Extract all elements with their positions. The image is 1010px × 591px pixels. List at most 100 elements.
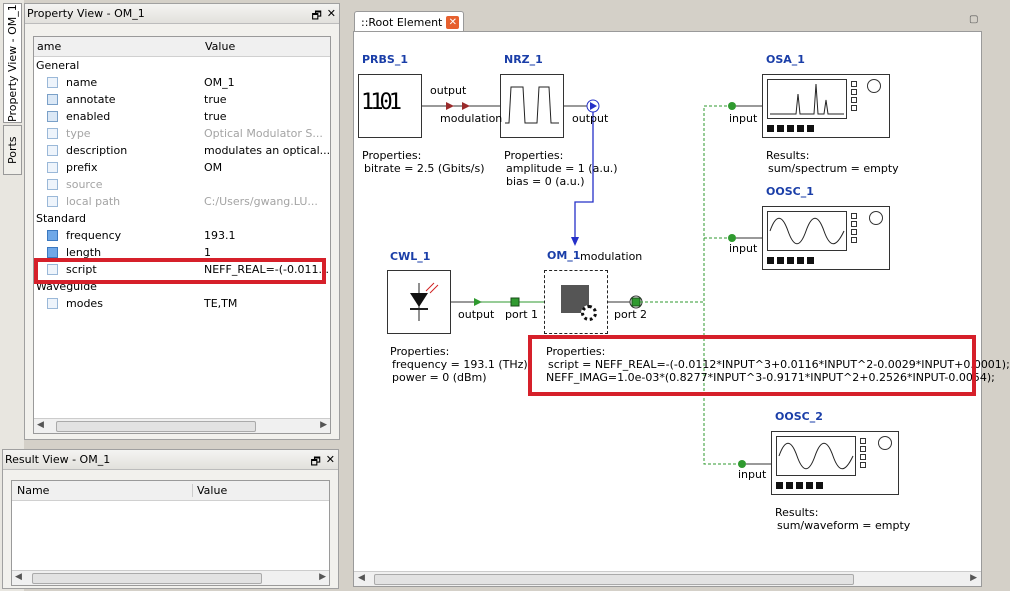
- close-icon[interactable]: ✕: [446, 15, 460, 29]
- oosc2-results-title: Results:: [775, 506, 819, 519]
- scroll-left-icon[interactable]: ◀: [37, 420, 44, 430]
- nrz-properties-title: Properties:: [504, 149, 564, 162]
- doc-icon: [47, 196, 58, 207]
- prbs-properties-title: Properties:: [362, 149, 422, 162]
- cwl-power: power = 0 (dBm): [392, 371, 487, 384]
- optical-modulator-block[interactable]: [544, 270, 608, 334]
- cwl-label: CWL_1: [390, 250, 431, 263]
- nrz-amplitude: amplitude = 1 (a.u.): [506, 162, 618, 175]
- osa-keys: [767, 125, 814, 132]
- nrz-label: NRZ_1: [504, 53, 543, 66]
- result-grid-horizontal-scrollbar[interactable]: ◀ ▶: [12, 570, 329, 585]
- osa-input-label: input: [729, 112, 758, 125]
- column-header-value[interactable]: Value: [192, 484, 227, 497]
- section-standard[interactable]: Standard: [36, 212, 87, 225]
- scroll-right-icon[interactable]: ▶: [319, 572, 326, 582]
- osa-screen: [767, 79, 847, 119]
- root-element-tab[interactable]: ::Root Element ✕: [354, 11, 464, 32]
- oosc2-oscilloscope-block[interactable]: [771, 431, 899, 495]
- checkbox-icon[interactable]: [47, 111, 58, 122]
- nrz-pulse-icon: [505, 86, 559, 124]
- oosc1-label: OOSC_1: [766, 185, 814, 198]
- prbs-bits: 1101: [361, 90, 402, 115]
- schematic-wires: [420, 99, 771, 468]
- doc-icon: [47, 298, 58, 309]
- restore-icon[interactable]: 🗗: [310, 455, 321, 468]
- restore-icon[interactable]: 🗗: [311, 9, 322, 22]
- osa-analyzer-block[interactable]: [762, 74, 890, 138]
- square-icon: [47, 247, 58, 258]
- osa-results-title: Results:: [766, 149, 810, 162]
- close-icon[interactable]: ✕: [325, 453, 335, 466]
- spectrum-icon: [770, 83, 844, 115]
- scrollbar-thumb[interactable]: [374, 574, 854, 585]
- result-grid-header: Name Value: [12, 481, 329, 501]
- property-grid-header: ame Value: [34, 37, 330, 57]
- oosc2-result-waveform: sum/waveform = empty: [777, 519, 911, 532]
- om-script-line1: script = NEFF_REAL=-(-0.0112*INPUT^3+0.0…: [548, 358, 1010, 371]
- nrz-generator-block[interactable]: [500, 74, 564, 138]
- scrollbar-thumb[interactable]: [32, 573, 262, 584]
- nrz-bias: bias = 0 (a.u.): [506, 175, 585, 188]
- oosc2-screen: [776, 436, 856, 476]
- scroll-right-icon[interactable]: ▶: [970, 573, 977, 583]
- prbs-label: PRBS_1: [362, 53, 408, 66]
- property-view-panel: Property View - OM_1 🗗 ✕ ame Value Gener…: [24, 3, 340, 440]
- knob-icon: [878, 436, 892, 450]
- column-header-value[interactable]: Value: [205, 40, 236, 53]
- checkbox-icon[interactable]: [47, 94, 58, 105]
- nrz-output-label: output: [572, 112, 609, 125]
- doc-icon: [47, 145, 58, 156]
- osa-buttons: [851, 81, 857, 117]
- oosc1-screen: [767, 211, 847, 251]
- oosc1-oscilloscope-block[interactable]: [762, 206, 890, 270]
- oosc1-keys: [767, 257, 814, 264]
- oosc2-keys: [776, 482, 823, 489]
- oosc2-label: OOSC_2: [775, 410, 823, 423]
- property-row-source: source: [34, 176, 330, 193]
- om-properties-highlight: [528, 335, 976, 396]
- doc-icon: [47, 162, 58, 173]
- doc-icon: [47, 179, 58, 190]
- sine-wave-icon: [769, 217, 845, 245]
- prbs-output-label: output: [430, 84, 467, 97]
- tab-property-view[interactable]: Property View - OM_1: [3, 3, 22, 123]
- result-view-panel: Result View - OM_1 🗗 ✕ Name Value ◀ ▶: [2, 449, 339, 589]
- sine-wave-icon: [778, 442, 854, 470]
- scrollbar-thumb[interactable]: [56, 421, 256, 432]
- om-properties-title: Properties:: [546, 345, 606, 358]
- prbs-generator-block[interactable]: 1101: [358, 74, 422, 138]
- property-grid-horizontal-scrollbar[interactable]: ◀ ▶: [34, 418, 330, 433]
- section-general[interactable]: General: [36, 59, 80, 72]
- scroll-right-icon[interactable]: ▶: [320, 420, 327, 430]
- scroll-left-icon[interactable]: ◀: [15, 572, 22, 582]
- nrz-modulation-label: modulation: [440, 112, 503, 125]
- tab-ports[interactable]: Ports: [3, 125, 22, 175]
- close-icon[interactable]: ✕: [326, 7, 336, 20]
- schematic-canvas[interactable]: PRBS_1 1101 output Properties: bitrate =…: [353, 31, 1010, 587]
- canvas-horizontal-scrollbar[interactable]: ◀ ▶: [354, 571, 981, 586]
- doc-icon: [47, 128, 58, 139]
- osa-label: OSA_1: [766, 53, 805, 66]
- column-header-name[interactable]: Name: [17, 484, 50, 497]
- om-port1-label: port 1: [505, 308, 539, 321]
- cwl-output-label: output: [458, 308, 495, 321]
- property-view-title: Property View - OM_1: [27, 7, 145, 20]
- cw-laser-block[interactable]: [387, 270, 451, 334]
- result-view-titlebar: Result View - OM_1 🗗 ✕: [3, 450, 338, 470]
- square-icon: [47, 230, 58, 241]
- restore-icon[interactable]: ▢: [969, 14, 979, 25]
- om-script-line2: NEFF_IMAG=1.0e-03*(0.8277*INPUT^3-0.9171…: [546, 371, 995, 384]
- scroll-left-icon[interactable]: ◀: [358, 573, 365, 583]
- oosc1-input-label: input: [729, 242, 758, 255]
- column-header-name[interactable]: ame: [37, 40, 62, 53]
